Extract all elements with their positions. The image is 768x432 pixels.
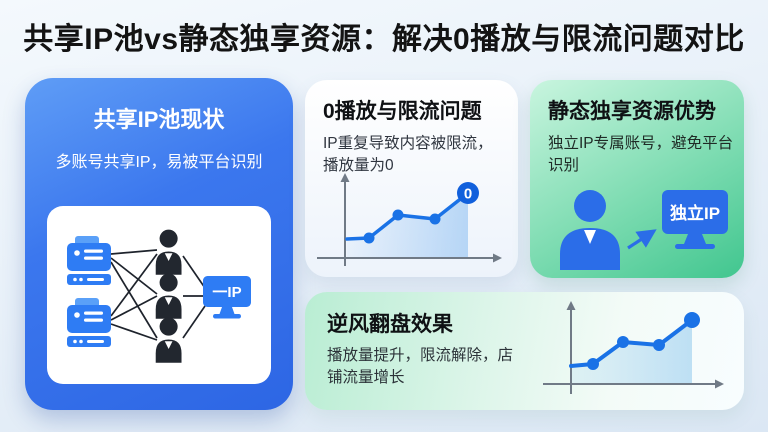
data-point-dot bbox=[392, 209, 404, 221]
panel-shared-ip-pool: 共享IP池现状 多账号共享IP，易被平台识别 bbox=[25, 78, 293, 410]
user-icon bbox=[155, 317, 182, 363]
server-icon bbox=[67, 236, 111, 285]
monitor-label: 一IP bbox=[212, 284, 241, 301]
panel-zero-play: 0播放与限流问题 IP重复导致内容被限流，播放量为0 0 bbox=[305, 80, 518, 277]
static-resource-body: 独立IP专属账号，避免平台识别 bbox=[548, 135, 734, 175]
zero-play-title: 0播放与限流问题 bbox=[323, 100, 482, 123]
shared-ip-network-diagram: 一IP bbox=[67, 229, 251, 363]
data-point-dot bbox=[429, 213, 441, 225]
axes bbox=[317, 180, 495, 266]
dedicated-ip-illustration: 独立IP bbox=[560, 190, 728, 270]
end-point-dot bbox=[684, 312, 700, 328]
x-axis-arrow bbox=[715, 379, 724, 389]
monitor-icon: 独立IP bbox=[662, 190, 728, 249]
zero-badge bbox=[457, 182, 479, 204]
area-fill bbox=[347, 193, 468, 258]
static-resource-title: 静态独享资源优势 bbox=[548, 100, 716, 123]
data-point-dot bbox=[587, 358, 599, 370]
monitor-icon: 一IP bbox=[203, 276, 251, 319]
user-icon bbox=[155, 273, 182, 319]
comeback-body: 播放量提升，限流解除，店铺流量增长 bbox=[327, 347, 514, 387]
page-title: 共享IP池vs静态独享资源：解决0播放与限流问题对比 bbox=[23, 23, 745, 56]
zero-play-chart: 0 bbox=[317, 173, 502, 266]
monitor-label: 独立IP bbox=[670, 203, 720, 223]
user-icon bbox=[560, 190, 620, 270]
y-axis-arrow bbox=[340, 173, 350, 182]
y-axis-arrow bbox=[566, 301, 576, 310]
x-axis-arrow bbox=[493, 253, 502, 263]
area-fill bbox=[571, 320, 692, 384]
network-diagram-card: 一IP bbox=[47, 206, 271, 384]
network-links bbox=[110, 249, 206, 341]
zero-badge-label: 0 bbox=[464, 186, 472, 203]
data-point-dot bbox=[363, 232, 375, 244]
panel-comeback: 逆风翻盘效果 播放量提升，限流解除，店铺流量增长 bbox=[305, 292, 744, 410]
axes bbox=[543, 308, 717, 394]
user-icon bbox=[155, 229, 182, 275]
data-point-dot bbox=[653, 339, 665, 351]
comeback-title: 逆风翻盘效果 bbox=[327, 313, 453, 336]
comeback-chart bbox=[543, 301, 724, 394]
panel-static-resource: 静态独享资源优势 独立IP专属账号，避免平台识别 独立IP bbox=[530, 80, 744, 278]
arrow-icon bbox=[627, 229, 657, 250]
shared-pool-title: 共享IP池现状 bbox=[93, 107, 225, 132]
shared-pool-subtitle: 多账号共享IP，易被平台识别 bbox=[55, 154, 263, 171]
data-point-dot bbox=[617, 336, 629, 348]
server-icon bbox=[67, 298, 111, 347]
zero-play-body: IP重复导致内容被限流，播放量为0 bbox=[323, 135, 493, 175]
